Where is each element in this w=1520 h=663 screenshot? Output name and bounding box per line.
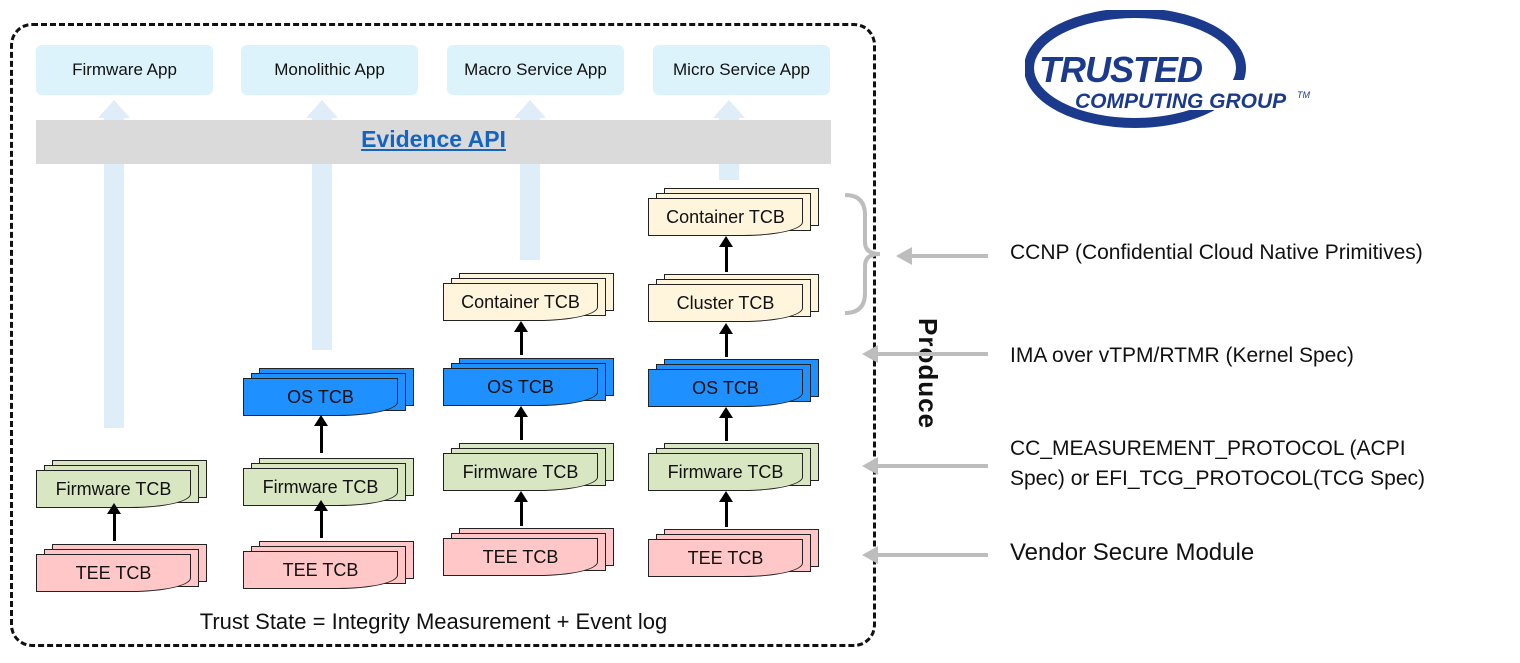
- micro-service-app-box: Micro Service App: [653, 45, 830, 95]
- logo-text-tm: TM: [1297, 90, 1310, 100]
- firmware-tcb-stack: Firmware TCB: [648, 443, 819, 491]
- logo-text-trusted: TRUSTED: [1039, 49, 1202, 90]
- firmware-tcb-label: Firmware TCB: [243, 468, 398, 506]
- os-tcb-label: OS TCB: [243, 378, 398, 416]
- ccnp-label: CCNP (Confidential Cloud Native Primitiv…: [1010, 241, 1423, 264]
- tee-tcb-label: TEE TCB: [648, 539, 803, 577]
- trusted-computing-group-logo: TRUSTED COMPUTING GROUP TM: [1025, 10, 1325, 128]
- firmware-tcb-stack: Firmware TCB: [443, 443, 614, 491]
- os-tcb-stack: OS TCB: [443, 358, 614, 406]
- tee-tcb-stack: TEE TCB: [443, 528, 614, 576]
- tee-tcb-stack: TEE TCB: [36, 544, 207, 592]
- os-tcb-stack: OS TCB: [243, 368, 414, 416]
- connector-arrow: [514, 321, 528, 355]
- connector-arrow: [314, 500, 328, 538]
- cluster-tcb-label: Cluster TCB: [648, 284, 803, 322]
- os-tcb-label: OS TCB: [648, 369, 803, 407]
- container-tcb-stack: Container TCB: [443, 273, 614, 321]
- connector-arrow: [514, 491, 528, 526]
- macro-service-app-box: Macro Service App: [447, 45, 624, 95]
- monolithic-evidence-arrow: [306, 100, 338, 350]
- evidence-api-band: [36, 120, 831, 164]
- ccnp-brace: [844, 193, 881, 315]
- tee-tcb-label: TEE TCB: [36, 554, 191, 592]
- cc-measurement-label: CC_MEASUREMENT_PROTOCOL (ACPI Spec) or E…: [1010, 434, 1425, 494]
- cluster-tcb-stack: Cluster TCB: [648, 274, 819, 322]
- connector-arrow: [514, 406, 528, 440]
- connector-arrow: [719, 323, 733, 357]
- evidence-api-link[interactable]: Evidence API: [361, 126, 506, 152]
- connector-arrow: [719, 236, 733, 272]
- connector-arrow: [107, 503, 121, 541]
- ima-label: IMA over vTPM/RTMR (Kernel Spec): [1010, 344, 1354, 367]
- connector-arrow: [719, 407, 733, 441]
- trust-boundary-frame: [10, 23, 876, 647]
- ima-arrow: [862, 345, 988, 363]
- logo-text-computing-group: COMPUTING GROUP: [1075, 90, 1287, 113]
- os-tcb-label: OS TCB: [443, 368, 598, 406]
- container-tcb-stack: Container TCB: [648, 188, 819, 236]
- cc-measurement-line2: Spec) or EFI_TCG_PROTOCOL(TCG Spec): [1010, 467, 1426, 490]
- cc-measurement-arrow: [862, 457, 988, 475]
- trust-state-caption: Trust State = Integrity Measurement + Ev…: [199, 609, 668, 634]
- connector-arrow: [314, 415, 328, 453]
- connector-arrow: [719, 491, 733, 527]
- vendor-module-label: Vendor Secure Module: [1010, 539, 1255, 566]
- tee-tcb-stack: TEE TCB: [648, 529, 819, 577]
- tee-tcb-stack: TEE TCB: [243, 541, 414, 589]
- cc-measurement-line1: CC_MEASUREMENT_PROTOCOL (ACPI: [1010, 437, 1406, 460]
- monolithic-app-box: Monolithic App: [241, 45, 418, 95]
- firmware-tcb-label: Firmware TCB: [648, 453, 803, 491]
- firmware-app-box: Firmware App: [36, 45, 213, 95]
- container-tcb-label: Container TCB: [648, 198, 803, 236]
- firmware-tcb-stack: Firmware TCB: [36, 460, 207, 508]
- os-tcb-stack: OS TCB: [648, 359, 819, 407]
- tee-tcb-label: TEE TCB: [443, 538, 598, 576]
- firmware-tcb-stack: Firmware TCB: [243, 458, 414, 506]
- firmware-evidence-arrow: [98, 100, 130, 428]
- vendor-module-arrow: [862, 546, 988, 564]
- firmware-tcb-label: Firmware TCB: [443, 453, 598, 491]
- ccnp-arrow: [896, 247, 988, 265]
- container-tcb-label: Container TCB: [443, 283, 598, 321]
- tee-tcb-label: TEE TCB: [243, 551, 398, 589]
- produce-label: Produce: [913, 318, 943, 430]
